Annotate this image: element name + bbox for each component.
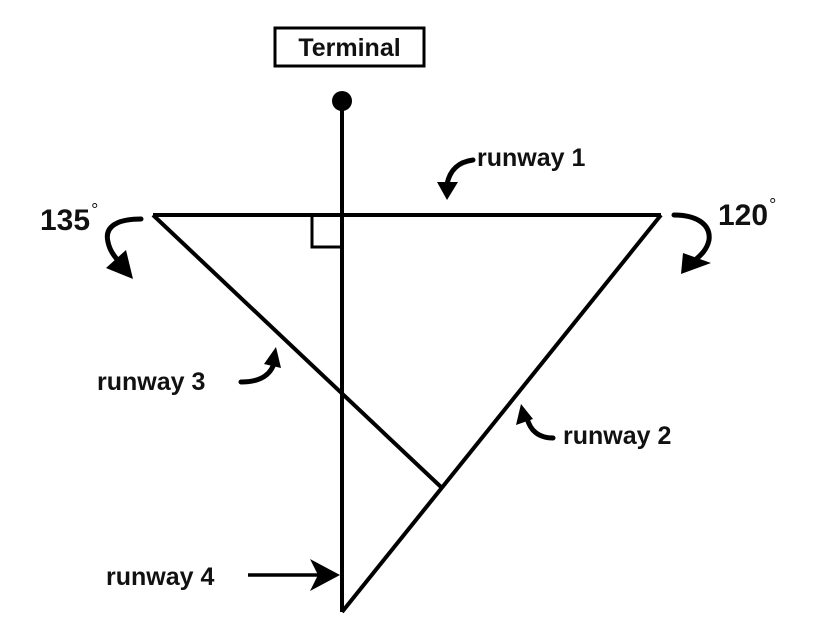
- terminal-label: Terminal: [298, 34, 400, 62]
- angle-120-label: 120°: [718, 195, 776, 232]
- runway-1-label: runway 1: [477, 144, 585, 172]
- right-angle-marker: [310, 215, 342, 249]
- angle-135-label: 135°: [40, 200, 98, 237]
- runway-3-arrowhead-icon: [264, 347, 281, 368]
- runway-2-callout: runway 2: [516, 404, 671, 450]
- angle-135-callout: 135°: [40, 200, 144, 279]
- runway-4-label: runway 4: [106, 563, 214, 591]
- runway-2-label: runway 2: [563, 422, 671, 450]
- runway-2-arrow-icon: [524, 415, 556, 441]
- angle-120-arrow-icon: [671, 212, 712, 263]
- angle-135-arrow-icon: [104, 216, 144, 266]
- runway-4-arrowhead-icon: [310, 559, 340, 591]
- runway-3-label: runway 3: [97, 368, 205, 396]
- runway-1-callout: runway 1: [437, 144, 585, 200]
- runway-2-line: [340, 213, 663, 614]
- angle-120-value: 120: [718, 199, 768, 232]
- runway-3-line: [151, 213, 443, 489]
- terminal: Terminal: [273, 26, 426, 68]
- angle-135-value: 135: [40, 204, 90, 237]
- runway-1-arrowhead-icon: [437, 182, 458, 200]
- angle-120-arrowhead-icon: [681, 253, 711, 274]
- angle-135-degree: °: [91, 200, 98, 220]
- runway-2-arrowhead-icon: [516, 404, 533, 425]
- terminal-box: [273, 26, 426, 68]
- runway-3-callout: runway 3: [97, 347, 281, 396]
- runway-4-callout: runway 4: [106, 559, 340, 591]
- angle-120-callout: 120°: [671, 195, 776, 274]
- runway-1-arrow-icon: [444, 157, 476, 187]
- angle-135-arrowhead-icon: [106, 250, 133, 279]
- angle-120-degree: °: [769, 195, 776, 215]
